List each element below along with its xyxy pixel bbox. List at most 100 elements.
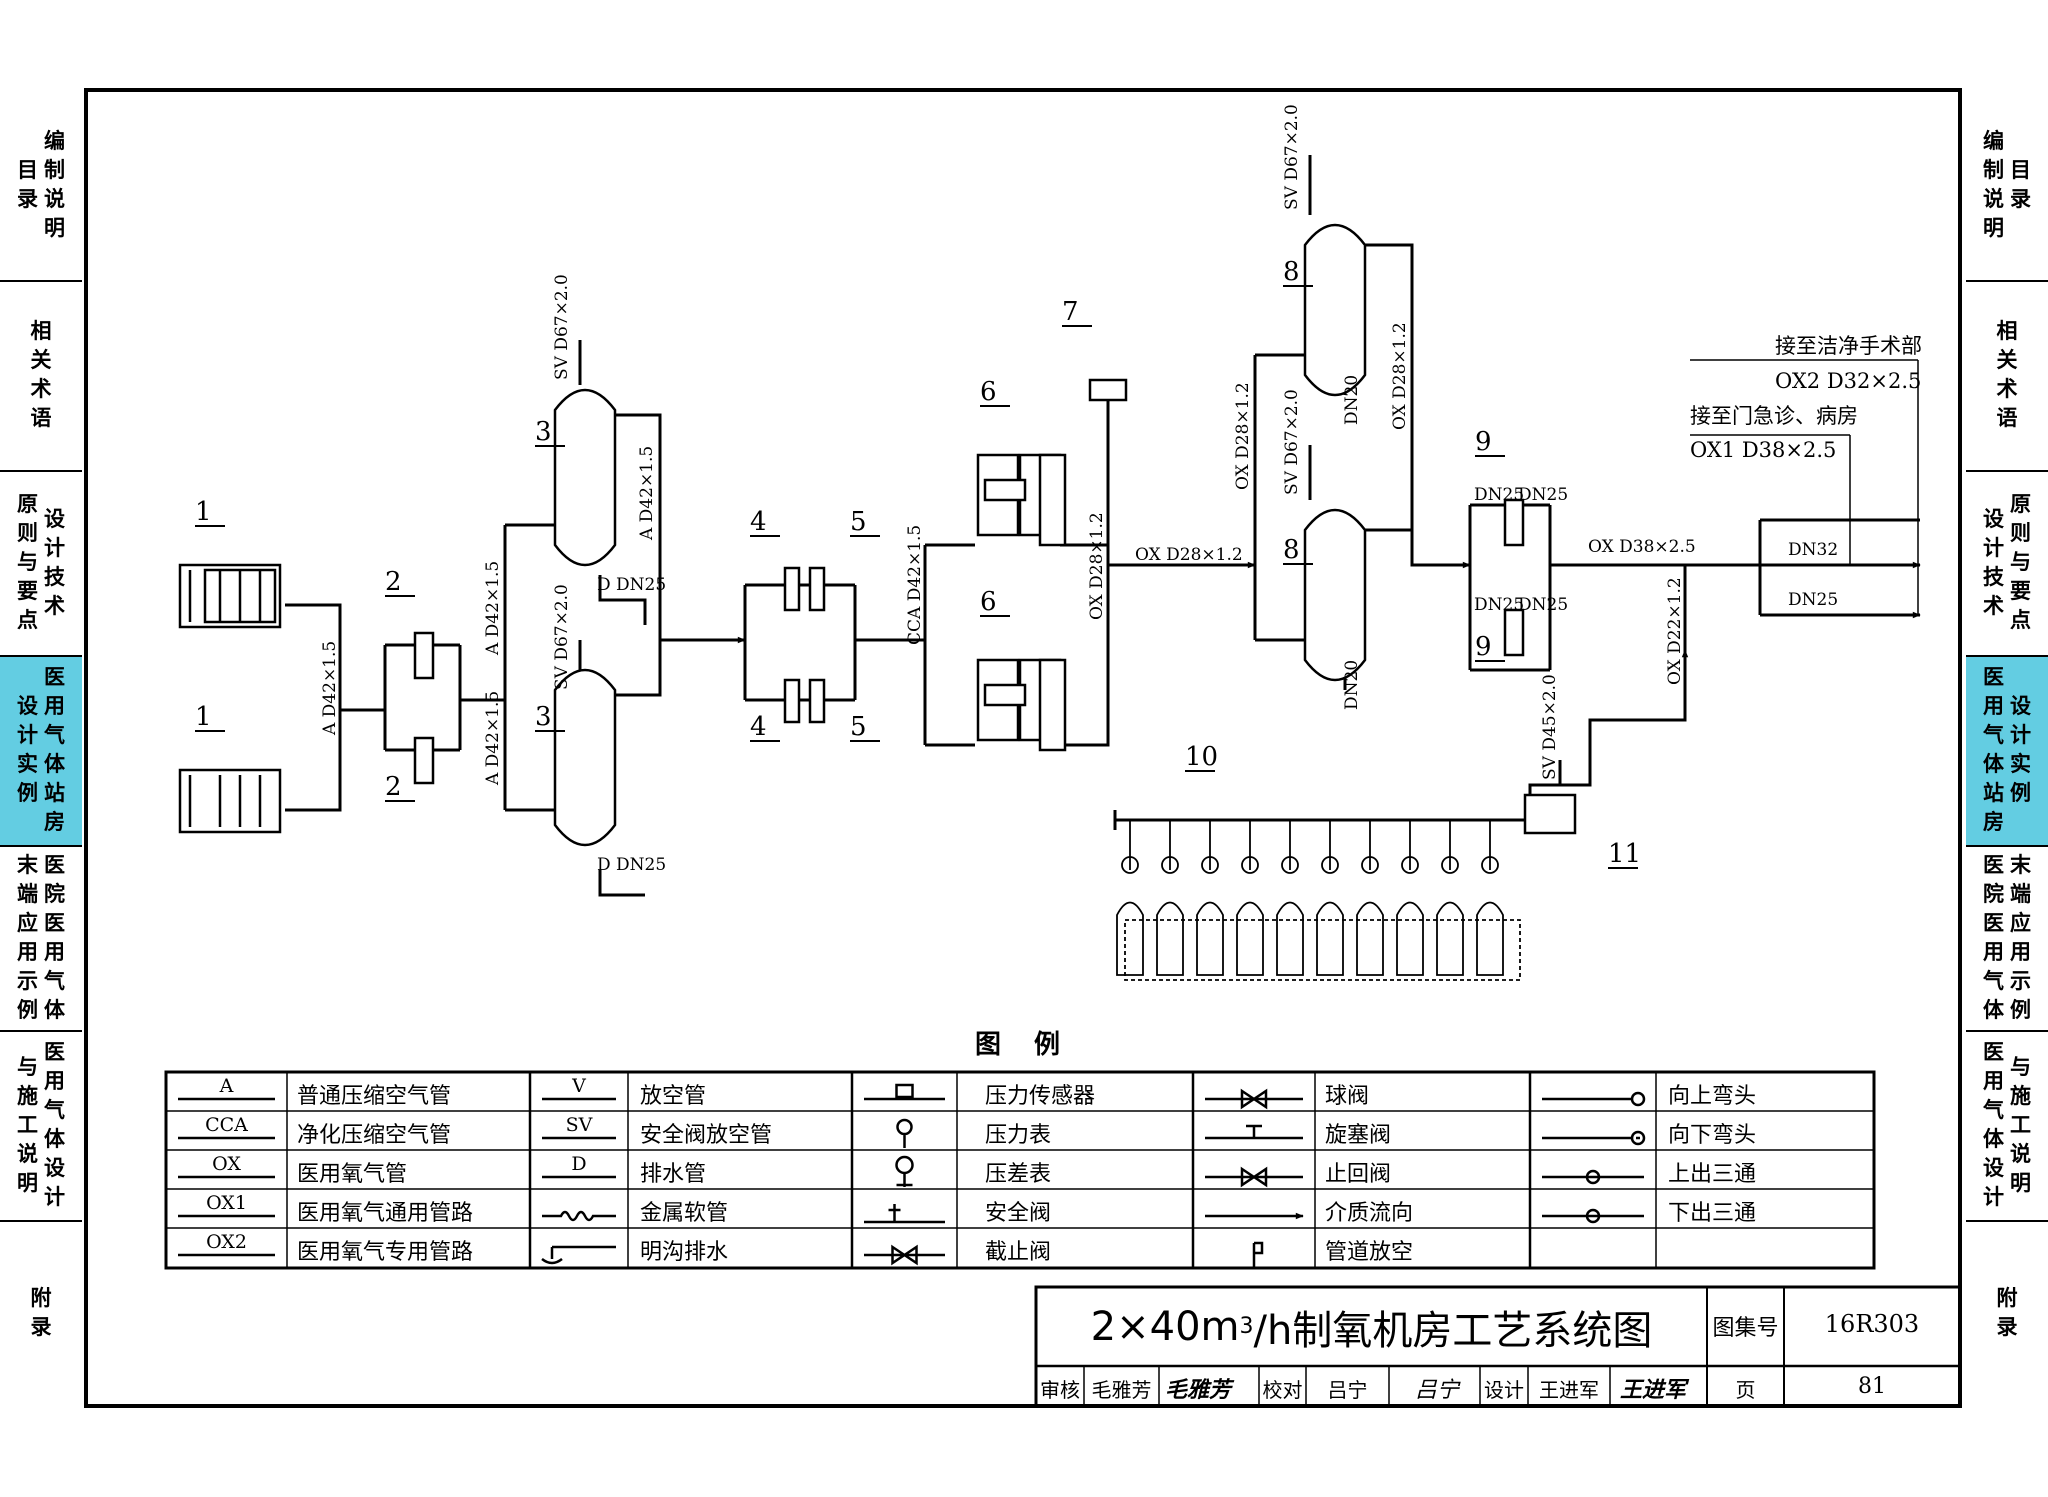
- left-tab-0-col-1: 编制说明: [44, 129, 65, 240]
- oxygen-cylinder: [1156, 820, 1184, 976]
- legend-label: 截止阀: [985, 1240, 1052, 1265]
- left-tab-3[interactable]: 设计实例医用气体站房: [0, 655, 82, 845]
- dryer-2a: [413, 631, 435, 680]
- filter-9a: [1503, 498, 1525, 547]
- pipe-label-cca: CCA D42×1.5: [905, 525, 925, 645]
- pipe-network: [285, 155, 1920, 897]
- legend-label: 管道放空: [1325, 1240, 1414, 1265]
- legend-symbol-text: OX2: [206, 1231, 247, 1253]
- right-tab-4-col-0: 医院医用气体: [1983, 852, 2004, 1022]
- pipe-label-a4: A D42×1.5: [637, 446, 657, 541]
- right-tab-5-col-1: 与施工说明: [2010, 1054, 2031, 1195]
- air-tank-3b: [553, 668, 617, 847]
- pipe-label-dn20b: DN20: [1342, 660, 1362, 710]
- left-tab-separator: [0, 1220, 82, 1222]
- pressure-regulator-11: [1523, 793, 1577, 835]
- left-tab-4-col-0: 末端应用示例: [17, 852, 38, 1022]
- left-tab-4-col-1: 医院医用气体: [44, 852, 65, 1022]
- legend-label: 净化压缩空气管: [297, 1123, 452, 1148]
- reviewer-signature: 毛雅芳: [1165, 1377, 1232, 1403]
- right-tab-3[interactable]: 医用气体站房设计实例: [1966, 655, 2048, 845]
- left-tab-4[interactable]: 末端应用示例医院医用气体: [0, 845, 82, 1030]
- pipe-label-ox22: OX D22×1.2: [1665, 577, 1685, 685]
- legend-label: 安全阀: [985, 1201, 1052, 1226]
- equipment-number-7: 7: [1062, 297, 1079, 327]
- legend-symbol-text: OX1: [206, 1192, 247, 1214]
- right-tab-0[interactable]: 编制说明目录: [1966, 90, 2048, 280]
- equipment-number-2: 2: [385, 772, 402, 802]
- left-tab-2[interactable]: 原则与要点设计技术: [0, 470, 82, 655]
- left-tab-2-col-1: 设计技术: [44, 506, 65, 618]
- review-label: 审核: [1040, 1378, 1080, 1402]
- right-tab-separator: [1966, 1030, 2048, 1032]
- left-tab-6[interactable]: 附录: [0, 1220, 82, 1406]
- pipe-label-ox3: OX D28×1.2: [1233, 382, 1253, 490]
- equipment: [178, 223, 1577, 847]
- legend-label: 安全阀放空管: [640, 1123, 773, 1148]
- equipment-number-9: 9: [1475, 427, 1492, 457]
- pipe-label-dn25b: DN25: [1518, 485, 1568, 505]
- left-tab-5-col-1: 医用气体设计: [44, 1040, 65, 1209]
- left-tab-0[interactable]: 目录编制说明: [0, 90, 82, 280]
- oxygen-cylinder: [1196, 820, 1224, 976]
- pipe-label-dn32: DN32: [1788, 540, 1838, 560]
- right-tab-separator: [1966, 655, 2048, 657]
- legend-symbol-text: V: [572, 1075, 586, 1097]
- pipe-label-ox1: OX D28×1.2: [1135, 545, 1243, 565]
- right-tab-6[interactable]: 附录: [1966, 1220, 2048, 1406]
- designer-signature: 王进军: [1620, 1377, 1687, 1403]
- oxygen-generator-6a: [976, 453, 1067, 547]
- equipment-number-3: 3: [535, 702, 552, 732]
- right-tab-3-col-1: 设计实例: [2010, 694, 2031, 805]
- pipe-label-sv67c: SV D67×2.0: [1282, 104, 1302, 210]
- right-tab-4[interactable]: 医院医用气体末端应用示例: [1966, 845, 2048, 1030]
- pipe-label-a1: A D42×1.5: [320, 641, 340, 736]
- left-tab-separator: [0, 655, 82, 657]
- legend-symbol-ball: [1205, 1088, 1303, 1110]
- filter-5b: [808, 678, 826, 724]
- pipe-label-a3: A D42×1.5: [483, 691, 503, 786]
- equipment-number-9: 9: [1475, 632, 1492, 662]
- right-tab-1-col-0: 相关术语: [1996, 319, 2018, 430]
- legend-symbol-teeup: [1542, 1169, 1644, 1185]
- pipe-label-ox1_line: OX1 D38×2.5: [1690, 438, 1836, 462]
- legend-symbol-hose: [542, 1210, 616, 1222]
- legend-label: 向下弯头: [1668, 1123, 1757, 1148]
- legend-symbol-safety: [864, 1204, 945, 1224]
- oxygen-cylinder: [1356, 820, 1384, 976]
- legend-symbol-plug: [1205, 1124, 1303, 1140]
- oxygen-analyzer-7: [1088, 378, 1128, 402]
- pipe-label-sv67b: SV D67×2.0: [552, 584, 572, 690]
- left-tab-5-col-0: 与施工说明: [17, 1054, 38, 1195]
- filter-4a: [783, 566, 801, 612]
- legend-symbol-vent: [1252, 1241, 1264, 1269]
- legend-label: 医用氧气专用管路: [297, 1240, 474, 1265]
- right-tab-separator: [1966, 470, 2048, 472]
- legend-label: 排水管: [640, 1162, 707, 1187]
- left-tab-separator: [0, 470, 82, 472]
- pipe-label-to_or: 接至洁净手术部: [1775, 334, 1922, 358]
- legend-label: 医用氧气通用管路: [297, 1201, 474, 1226]
- left-tab-separator: [0, 1030, 82, 1032]
- pipe-label-dn25d: DN25: [1518, 595, 1568, 615]
- right-tab-2[interactable]: 设计技术原则与要点: [1966, 470, 2048, 655]
- legend-title: 图 例: [975, 1030, 1073, 1060]
- left-tab-5[interactable]: 与施工说明医用气体设计: [0, 1030, 82, 1220]
- check-label: 校对: [1262, 1378, 1303, 1402]
- pipe-label-a2: A D42×1.5: [483, 561, 503, 656]
- pipe-label-ox2_line: OX2 D32×2.5: [1775, 369, 1921, 393]
- right-tab-1[interactable]: 相关术语: [1966, 280, 2048, 470]
- equipment-number-5: 5: [850, 507, 867, 537]
- left-tab-1[interactable]: 相关术语: [0, 280, 82, 470]
- legend-symbol-teedown: [1542, 1208, 1644, 1224]
- legend-label: 向上弯头: [1668, 1084, 1757, 1109]
- right-tab-5[interactable]: 医用气体设计与施工说明: [1966, 1030, 2048, 1220]
- right-tab-4-col-1: 末端应用示例: [2010, 852, 2031, 1022]
- legend-label: 止回阀: [1325, 1162, 1392, 1187]
- left-tab-3-col-1: 医用气体站房: [44, 665, 65, 834]
- right-tab-2-col-0: 设计技术: [1983, 506, 2004, 618]
- equipment-number-1: 1: [195, 497, 212, 527]
- right-tab-3-col-0: 医用气体站房: [1983, 665, 2004, 834]
